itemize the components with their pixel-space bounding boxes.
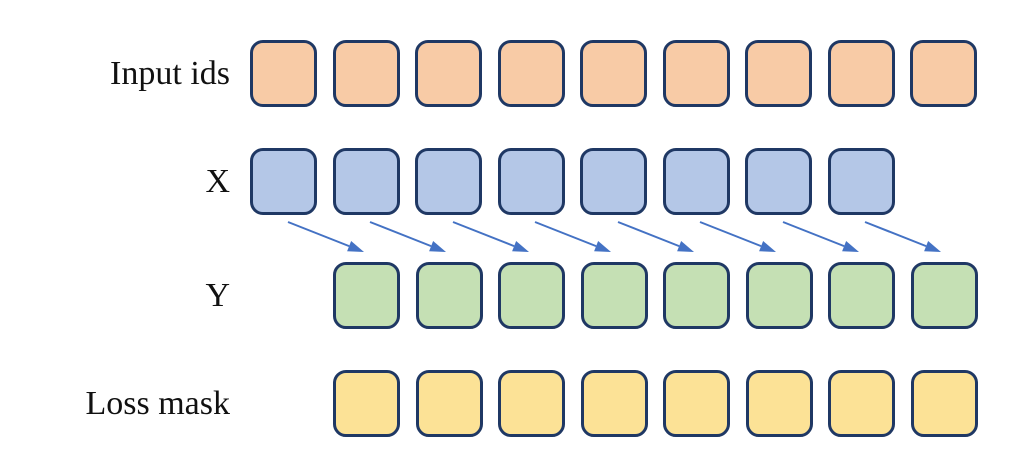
token-box-y-1 [333,262,400,329]
token-row-input-ids [250,40,977,107]
token-box-y-5 [663,262,730,329]
row-label-loss-mask: Loss mask [85,385,231,422]
token-box-y-3 [498,262,565,329]
token-box-input-ids-7 [745,40,812,107]
token-row-x [250,148,895,215]
shift-arrow-3 [452,221,529,252]
token-row-y [333,262,978,329]
token-box-loss-mask-1 [333,370,400,437]
token-box-input-ids-3 [415,40,482,107]
row-label-x: X [205,163,230,200]
token-box-x-1 [250,148,317,215]
token-box-x-5 [580,148,647,215]
token-box-input-ids-5 [580,40,647,107]
token-box-loss-mask-8 [910,370,978,437]
token-box-input-ids-2 [332,40,400,107]
token-box-y-8 [910,262,978,329]
row-label-input-ids: Input ids [110,55,230,92]
token-box-loss-mask-2 [415,370,483,437]
token-box-loss-mask-6 [745,370,813,437]
token-box-x-2 [332,148,400,215]
shift-arrow-8 [864,221,941,252]
token-box-loss-mask-3 [498,370,565,437]
token-box-x-4 [497,148,565,215]
shift-arrow-6 [699,221,776,252]
token-box-loss-mask-7 [828,370,895,437]
shift-arrow-1 [287,221,364,252]
token-box-loss-mask-4 [580,370,648,437]
token-box-input-ids-8 [827,40,895,107]
shift-arrow-4 [534,221,611,252]
token-box-x-6 [662,148,730,215]
token-box-x-3 [415,148,482,215]
token-box-input-ids-9 [910,40,977,107]
token-box-input-ids-4 [497,40,565,107]
token-box-loss-mask-5 [663,370,730,437]
token-box-y-2 [415,262,483,329]
token-box-y-4 [580,262,648,329]
token-row-loss-mask [333,370,978,437]
shift-arrow-5 [617,221,694,252]
shift-arrow-2 [369,221,446,252]
token-box-x-8 [827,148,895,215]
token-box-input-ids-1 [250,40,317,107]
token-box-input-ids-6 [662,40,730,107]
row-label-y: Y [205,277,230,314]
token-box-y-6 [745,262,813,329]
shift-arrow-7 [782,221,859,252]
token-box-y-7 [828,262,895,329]
token-box-x-7 [745,148,812,215]
